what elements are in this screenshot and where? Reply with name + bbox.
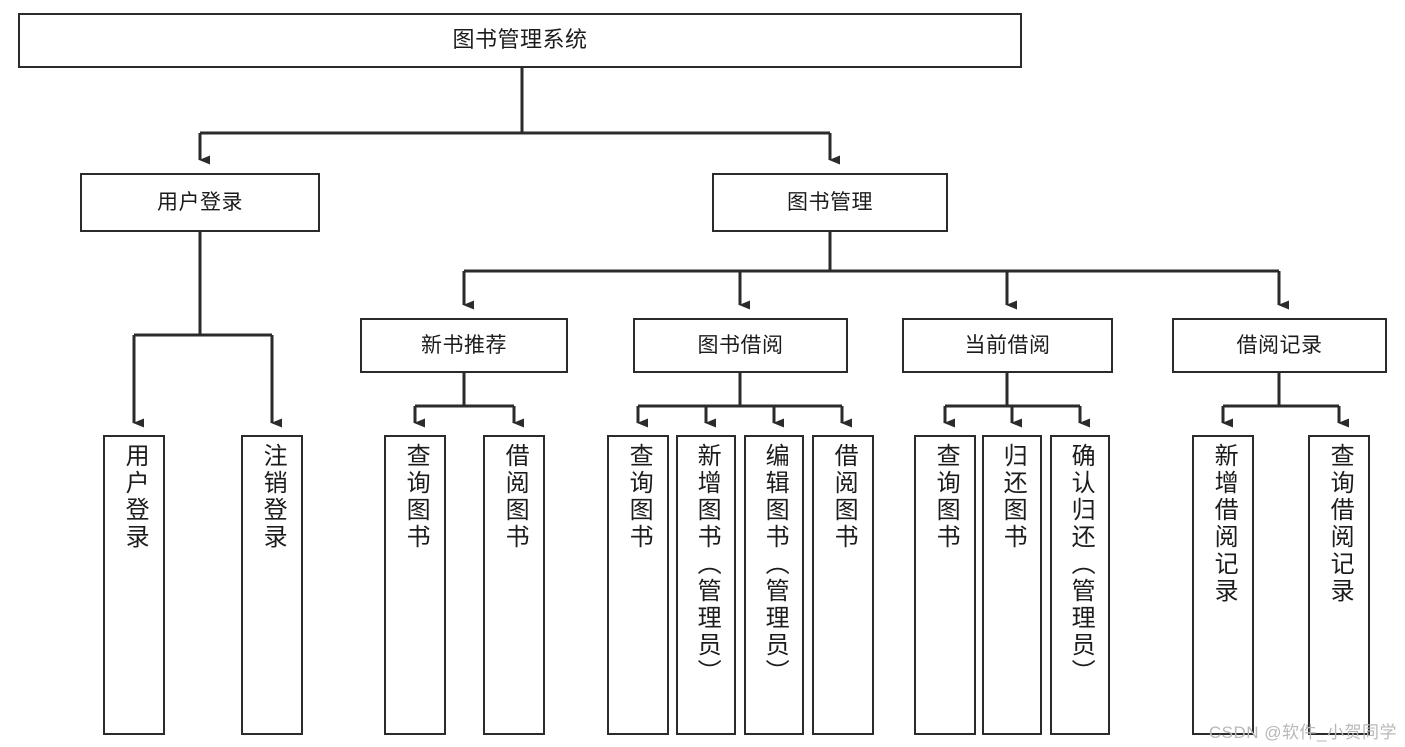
csdn-watermark: CSDN @软件_小贺同学	[1208, 723, 1397, 742]
node-label: 图书借阅	[697, 333, 784, 357]
node-label: 借阅记录	[1236, 333, 1323, 357]
node-leaf-edit-book-admin[interactable]: 编辑图书（管理员）	[744, 435, 804, 735]
node-label: 注销登录	[259, 443, 287, 551]
node-leaf-user-login[interactable]: 用户登录	[103, 435, 165, 735]
node-label: 新书推荐	[421, 333, 507, 357]
node-leaf-add-borrow-record[interactable]: 新增借阅记录	[1192, 435, 1254, 735]
edges-book-manage-to-level3	[462, 232, 1289, 310]
node-label: 图书管理系统	[452, 27, 588, 53]
node-label: 确认归还（管理员）	[1067, 443, 1095, 686]
edges-current-borrow-to-leaves	[943, 373, 1090, 428]
node-leaf-confirm-return-admin[interactable]: 确认归还（管理员）	[1050, 435, 1110, 735]
node-user-login[interactable]: 用户登录	[80, 173, 320, 232]
node-label: 查询图书	[402, 443, 430, 551]
node-label: 新增图书（管理员）	[693, 443, 721, 686]
node-label: 查询借阅记录	[1326, 443, 1354, 605]
node-label: 图书管理	[787, 190, 873, 214]
node-leaf-query-borrow-record[interactable]: 查询借阅记录	[1308, 435, 1370, 735]
node-leaf-query-book-recommend[interactable]: 查询图书	[384, 435, 446, 735]
node-borrow-record[interactable]: 借阅记录	[1172, 318, 1387, 373]
node-leaf-borrow-book[interactable]: 借阅图书	[812, 435, 874, 735]
node-leaf-borrow-book-recommend[interactable]: 借阅图书	[483, 435, 545, 735]
edges-new-book-to-leaves	[413, 373, 524, 428]
node-book-borrow[interactable]: 图书借阅	[633, 318, 848, 373]
node-leaf-user-logout[interactable]: 注销登录	[241, 435, 303, 735]
node-label: 用户登录	[121, 443, 149, 551]
node-current-borrow[interactable]: 当前借阅	[902, 318, 1113, 373]
node-label: 当前借阅	[964, 333, 1051, 357]
node-book-management[interactable]: 图书管理	[712, 173, 948, 232]
node-label: 用户登录	[157, 190, 243, 214]
node-leaf-query-book-current[interactable]: 查询图书	[914, 435, 976, 735]
node-label: 查询图书	[625, 443, 653, 551]
edges-root-to-level2	[198, 68, 840, 165]
node-leaf-return-book[interactable]: 归还图书	[982, 435, 1042, 735]
edges-book-borrow-to-leaves	[636, 373, 852, 428]
edges-borrow-record-to-leaves	[1221, 373, 1349, 428]
node-new-book-recommend[interactable]: 新书推荐	[360, 318, 568, 373]
edges-user-login-to-leaves	[132, 232, 282, 428]
node-label: 归还图书	[999, 443, 1027, 551]
node-label: 借阅图书	[501, 443, 529, 551]
node-label: 编辑图书（管理员）	[761, 443, 789, 686]
node-label: 查询图书	[932, 443, 960, 551]
node-leaf-query-book-borrow[interactable]: 查询图书	[607, 435, 669, 735]
node-label: 新增借阅记录	[1210, 443, 1238, 605]
node-root-library-management-system[interactable]: 图书管理系统	[18, 13, 1022, 68]
node-label: 借阅图书	[830, 443, 858, 551]
node-leaf-add-book-admin[interactable]: 新增图书（管理员）	[676, 435, 736, 735]
